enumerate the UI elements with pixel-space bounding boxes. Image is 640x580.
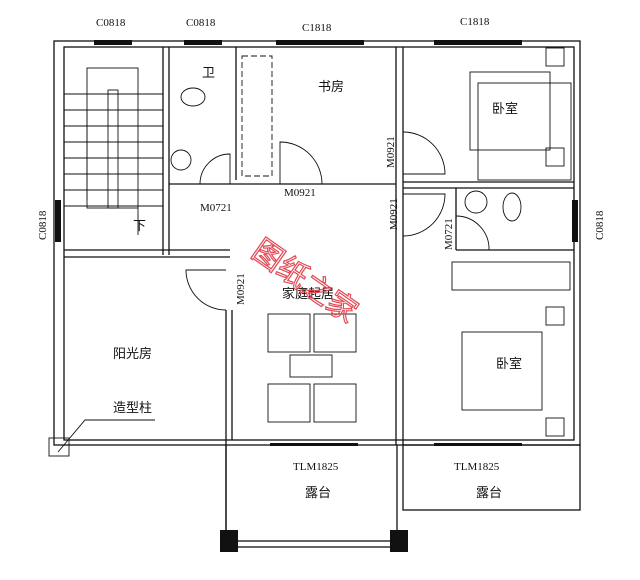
watermark: 图纸之家	[245, 233, 363, 330]
room-label-study: 书房	[318, 79, 344, 95]
room-label-sunroom: 阳光房	[113, 346, 152, 362]
armchair-icon	[267, 313, 311, 353]
door-label: M0921	[284, 187, 316, 199]
staircase	[64, 67, 163, 235]
sink-icon	[464, 190, 488, 214]
window-label: C0818	[96, 17, 126, 29]
armchair-icon	[313, 313, 357, 353]
room-label-balcony: 露台	[476, 486, 502, 501]
door-label: TLM1825	[454, 461, 500, 473]
door-label: M0921	[235, 273, 247, 305]
window-label: C0818	[594, 210, 606, 240]
window-label: C1818	[302, 22, 332, 34]
stairs-down-label: 下	[133, 219, 146, 234]
door-label: M0721	[200, 202, 232, 214]
balconies	[220, 443, 581, 552]
coffee-table	[289, 354, 333, 378]
column	[48, 437, 70, 457]
door-label: M0921	[385, 136, 397, 168]
armchair-icon	[313, 383, 357, 423]
bathtub	[451, 261, 571, 291]
room-label-bedroom: 卧室	[496, 356, 522, 372]
room-label-bathroom: 卫	[202, 66, 215, 81]
bed-icon	[461, 331, 543, 411]
window-label: C1818	[460, 16, 490, 28]
door-label: TLM1825	[293, 461, 339, 473]
room-label-bedroom: 卧室	[492, 101, 518, 117]
door-label: M0921	[388, 198, 400, 230]
door-label: M0721	[443, 218, 455, 250]
room-label-balcony: 露台	[305, 486, 331, 501]
door-swings	[185, 131, 490, 311]
windows	[55, 40, 578, 242]
column-label: 造型柱	[113, 401, 152, 416]
bed-icon	[469, 71, 551, 151]
interior-walls	[64, 47, 574, 550]
room-label-living: 家庭起居	[282, 286, 334, 302]
toilet-icon	[502, 192, 522, 222]
fixtures	[48, 47, 572, 457]
armchair-icon	[267, 383, 311, 423]
sink-icon	[170, 149, 192, 171]
toilet-icon	[180, 87, 206, 107]
window-label: C0818	[37, 210, 49, 240]
window-label: C0818	[186, 17, 216, 29]
bed-top	[477, 82, 572, 181]
